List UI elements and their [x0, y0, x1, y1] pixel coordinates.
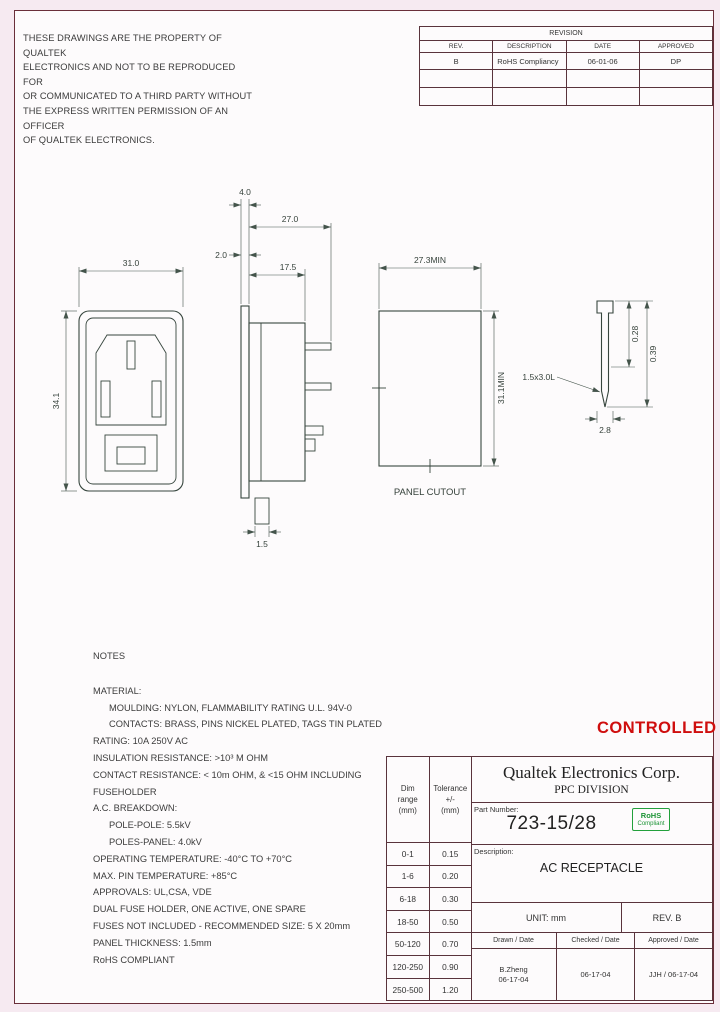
notes-title: NOTES — [93, 651, 126, 661]
revision-col-date: DATE — [565, 40, 640, 53]
copyright-line: THESE DRAWINGS ARE THE PROPERTY OF QUALT… — [23, 33, 222, 58]
panel-cutout-dimensions: 27.3MIN 31.1MIN PANEL CUTOUT — [378, 255, 506, 498]
notes-section: NOTES MATERIAL: MOULDING: NYLON, FLAMMAB… — [93, 648, 393, 968]
copyright-line: OF QUALTEK ELECTRONICS. — [23, 135, 155, 146]
front-view — [78, 310, 184, 492]
note-line: PANEL THICKNESS: 1.5mm — [93, 937, 212, 948]
dim-pin-width: 2.8 — [599, 425, 611, 435]
dim-side-tab: 1.5 — [256, 539, 268, 549]
note-line: POLE-POLE: 5.5kV — [109, 820, 191, 831]
description-value: AC RECEPTACLE — [539, 861, 644, 875]
note-line: CONTACT RESISTANCE: < 10m OHM, & <15 OHM… — [93, 769, 362, 797]
drawn-date-label: Drawn / Date — [471, 933, 557, 948]
note-line: RoHS COMPLIANT — [93, 954, 175, 965]
description-cell: Description: AC RECEPTACLE — [471, 845, 712, 903]
dim-cutout-width: 27.3MIN — [414, 255, 446, 265]
drawing-sheet: THESE DRAWINGS ARE THE PROPERTY OF QUALT… — [14, 10, 717, 1004]
dim-pin-slot: 1.5x3.0L — [522, 372, 555, 382]
revision-row: B RoHS Compliancy 06-01-06 DP — [418, 52, 714, 70]
side-view-dimensions: 4.0 27.0 2.0 17.5 1.5 — [215, 187, 332, 549]
unit-value: UNIT: mm — [471, 903, 622, 932]
dim-side-body: 17.5 — [280, 262, 297, 272]
note-line: MATERIAL: — [93, 685, 142, 696]
tolerance-header: Dim range (mm) Tolerance +/- (mm) — [387, 757, 471, 843]
part-number-label: Part Number: — [474, 805, 519, 814]
revision-approved: DP — [638, 52, 714, 70]
revision-col-approved: APPROVED — [638, 40, 714, 53]
rev-value: REV. B — [652, 912, 682, 923]
note-line: INSULATION RESISTANCE: >10³ M OHM — [93, 752, 269, 763]
revision-date: 06-01-06 — [565, 52, 640, 70]
revision-table: REVISION REV. DESCRIPTION DATE APPROVED … — [418, 26, 714, 106]
company-name: Qualtek Electronics Corp. — [502, 763, 681, 782]
note-line: DUAL FUSE HOLDER, ONE ACTIVE, ONE SPARE — [93, 904, 306, 915]
dim-pin-outer: 0.39 — [648, 345, 658, 362]
dim-front-width: 31.0 — [123, 258, 140, 268]
division-name: PPC DIVISION — [554, 784, 629, 796]
note-line: A.C. BREAKDOWN: — [93, 803, 178, 814]
panel-cutout-label: PANEL CUTOUT — [394, 487, 466, 498]
dim-side-depth: 27.0 — [282, 214, 299, 224]
panel-cutout-view — [372, 310, 482, 473]
copyright-line: OR COMMUNICATED TO A THIRD PARTY WITHOUT — [23, 91, 253, 102]
controlled-stamp: CONTROLLED — [597, 719, 717, 737]
part-number-cell: Part Number: 723-15/28 RoHS Compliant — [471, 803, 712, 845]
note-line: RATING: 10A 250V AC — [93, 736, 188, 747]
revision-description: RoHS Compliancy — [492, 52, 567, 70]
revision-row-empty — [418, 87, 714, 106]
dim-front-height: 34.1 — [51, 392, 61, 409]
company-cell: Qualtek Electronics Corp. PPC DIVISION — [471, 757, 712, 803]
signature-values-row: B.Zheng 06-17-04 06-17-04 JJH / 06-17-04 — [471, 949, 712, 1000]
tolerance-dim-header: Dim range (mm) — [387, 757, 430, 842]
approved-value: JJH / 06-17-04 — [648, 969, 699, 979]
checked-value: 06-17-04 — [557, 949, 635, 1000]
note-line: OPERATING TEMPERATURE: -40°C TO +70°C — [93, 853, 293, 864]
note-line: CONTACTS: BRASS, PINS NICKEL PLATED, TAG… — [109, 719, 382, 730]
pin-detail-dimensions: 2.8 1.5x3.0L 0.28 0.39 — [522, 300, 658, 435]
copyright-notice: THESE DRAWINGS ARE THE PROPERTY OF QUALT… — [23, 31, 253, 148]
checked-date-label: Checked / Date — [557, 933, 635, 948]
technical-drawing: 31.0 34.1 4.0 — [51, 187, 658, 549]
note-line: MAX. PIN TEMPERATURE: +85°C — [93, 870, 238, 881]
revision-col-description: DESCRIPTION — [492, 40, 567, 53]
revision-col-rev: REV. — [418, 40, 494, 53]
approved-date-label: Approved / Date — [648, 937, 699, 944]
signature-header-row: Drawn / Date Checked / Date Approved / D… — [471, 933, 712, 949]
revision-rev: B — [418, 52, 494, 70]
rohs-compliant-badge: RoHS Compliant — [632, 808, 670, 831]
copyright-line: ELECTRONICS AND NOT TO BE REPRODUCED FOR — [23, 62, 236, 87]
title-block-right: Qualtek Electronics Corp. PPC DIVISION P… — [471, 757, 712, 1000]
description-label: Description: — [474, 847, 514, 856]
revision-row-empty — [418, 69, 714, 88]
drawn-value: B.Zheng 06-17-04 — [471, 949, 557, 1000]
part-number-value: 723-15/28 — [506, 813, 597, 834]
side-view — [240, 305, 332, 525]
tolerance-tol-header: Tolerance +/- (mm) — [433, 784, 468, 815]
copyright-line: THE EXPRESS WRITTEN PERMISSION OF AN OFF… — [23, 105, 229, 131]
dim-side-flange: 4.0 — [239, 187, 251, 197]
note-line: APPROVALS: UL,CSA, VDE — [93, 887, 212, 898]
note-line: FUSES NOT INCLUDED - RECOMMENDED SIZE: 5… — [93, 920, 351, 931]
dim-cutout-height: 31.1MIN — [496, 372, 506, 404]
note-line: MOULDING: NYLON, FLAMMABILITY RATING U.L… — [109, 702, 352, 713]
front-view-dimensions: 31.0 34.1 — [51, 258, 184, 492]
pin-detail-view — [596, 300, 614, 408]
unit-rev-row: UNIT: mm REV. B — [471, 903, 712, 933]
dim-side-step: 2.0 — [215, 250, 227, 260]
dim-pin-inner: 0.28 — [630, 325, 640, 342]
revision-table-title: REVISION — [419, 26, 713, 41]
note-line: POLES-PANEL: 4.0kV — [109, 836, 202, 847]
